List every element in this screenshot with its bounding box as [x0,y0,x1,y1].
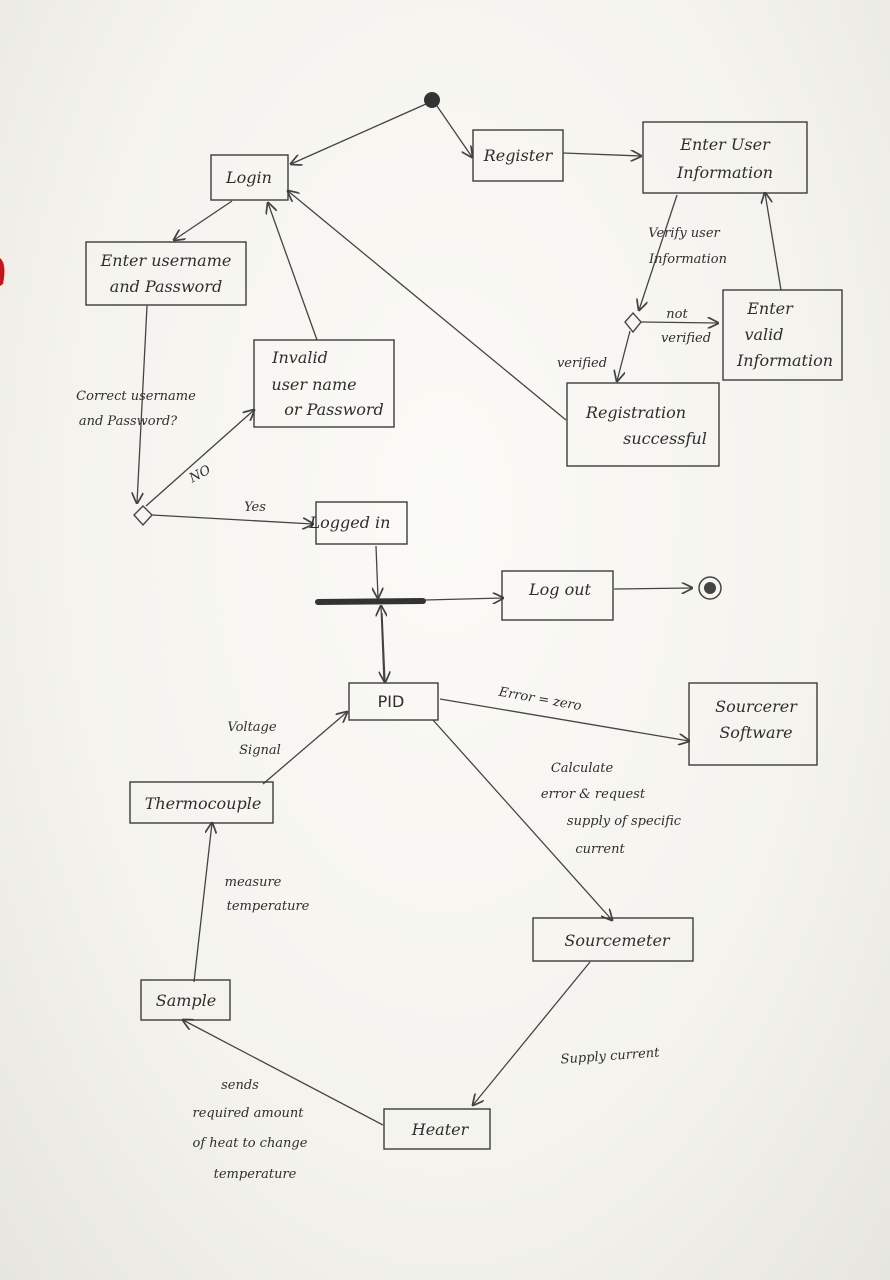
node-invalid-credentials-line-3: or Password [284,400,384,419]
node-sourcemeter: Sourcemeter [532,917,694,962]
edge-invalid-to-login [268,203,318,341]
label-sends-heat-line-4: temperature [214,1167,297,1182]
node-logged-in-label: Logged in [309,513,391,532]
edge-start-to-login [291,103,427,164]
edge-logout-to-end [613,588,692,589]
edge-register-to-enter-info [562,153,641,156]
edge-decision-verified [617,330,631,381]
edge-heater-to-sample [183,1020,384,1126]
node-sourcerer-software-line-2: Software [719,723,792,742]
edge-sample-to-thermocouple [193,823,212,983]
node-login: Login [210,154,289,201]
node-enter-user-information: Enter User Information [642,121,808,194]
node-enter-username-password: Enter username and Password [85,241,247,306]
node-enter-valid-information: Enter valid Information [722,289,843,381]
node-sourcemeter-label: Sourcemeter [564,931,671,950]
edge-valid-info-to-enter-info [765,193,782,291]
node-invalid-credentials-line-1: Invalid [271,348,328,367]
edge-enter-info-to-decision [639,194,678,310]
node-registration-successful-line-1: Registration [585,403,686,422]
label-measure-temperature-line-1: measure [225,875,282,890]
edge-registration-to-login [288,191,567,421]
label-measure-temperature-line-2: temperature [227,899,310,914]
node-enter-valid-information-line-2: valid [744,325,783,344]
label-calculate-error-line-3: supply of specific [567,814,682,829]
credentials-decision [133,505,153,527]
label-not-verified: not verified [661,307,711,346]
fork-bar [315,598,426,605]
node-enter-username-password-line-2: and Password [110,277,222,296]
edge-logged-in-to-fork [376,545,378,598]
label-supply-current: Supply current [560,1046,661,1068]
node-sample-label: Sample [156,991,217,1010]
node-thermocouple-label: Thermocouple [145,794,262,813]
edge-start-to-register [436,105,472,157]
node-log-out: Log out [501,570,614,621]
label-calculate-error: Calculate error & request supply of spec… [541,761,682,857]
edge-decision-not-verified [640,322,718,323]
label-verify-user-information-line-1: Verify user [648,226,720,241]
label-sends-heat-line-2: required amount [193,1106,305,1121]
node-register: Register [472,129,564,182]
node-invalid-credentials: Invalid user name or Password [253,339,395,428]
node-sourcerer-software: Sourcerer Software [688,682,818,766]
edge-decision-no-to-invalid [145,410,254,507]
edge-pid-to-sourcemeter [432,719,612,920]
label-sends-heat-line-3: of heat to change [193,1136,308,1151]
label-voltage-signal-line-1: Voltage [227,720,276,735]
node-pid-label: PID [378,692,405,711]
label-correct-credentials-line-2: and Password? [79,414,178,429]
edge-credentials-to-decision [137,305,148,503]
start-node [424,92,440,108]
label-calculate-error-line-1: Calculate [551,761,614,776]
label-sends-heat-line-1: sends [221,1078,259,1093]
label-voltage-signal: Voltage Signal [227,720,280,758]
label-voltage-signal-line-2: Signal [239,743,281,758]
label-calculate-error-line-4: current [575,842,625,857]
label-correct-credentials-question: Correct username and Password? [76,389,196,429]
edge-login-to-credentials [174,200,233,240]
node-enter-user-information-line-1: Enter User [679,135,771,154]
node-thermocouple: Thermocouple [129,781,274,824]
label-calculate-error-line-2: error & request [541,787,646,802]
edge-thermocouple-to-pid [262,712,347,785]
label-not-verified-line-2: verified [661,331,711,346]
node-log-out-label: Log out [528,580,592,599]
node-enter-user-information-line-2: Information [676,163,773,182]
label-verify-user-information-line-2: Information [648,252,727,267]
label-sends-heat: sends required amount of heat to change … [193,1078,308,1182]
edge-decision-yes-to-logged-in [151,514,313,524]
edge-sourcemeter-to-heater [473,961,591,1105]
node-heater: Heater [383,1108,491,1150]
node-logged-in: Logged in [309,501,408,545]
node-registration-successful: Registration successful [566,382,720,467]
edge-pid-to-sourcerer [439,698,689,741]
label-measure-temperature: measure temperature [225,875,310,914]
edge-fork-pid-bidirectional [381,606,385,682]
node-pid: PID [348,682,439,721]
red-mark [0,258,5,286]
node-login-label: Login [225,168,272,187]
label-error-zero: Error = zero [497,685,583,715]
label-not-verified-line-1: not [666,307,688,322]
node-sourcerer-software-line-1: Sourcerer [715,697,798,716]
node-register-label: Register [483,146,554,165]
label-verified: verified [557,356,607,371]
label-verify-user-information: Verify user Information [648,226,727,267]
label-yes: Yes [244,500,266,515]
node-heater-label: Heater [411,1120,470,1139]
node-sample: Sample [140,979,231,1021]
verification-decision [624,311,642,334]
node-enter-username-password-line-1: Enter username [100,251,232,270]
end-node [698,576,722,600]
node-enter-valid-information-line-3: Information [736,351,833,370]
node-registration-successful-line-2: successful [623,429,707,448]
label-correct-credentials-line-1: Correct username [76,389,196,404]
edge-fork-to-logout [424,598,503,600]
node-invalid-credentials-line-2: user name [271,375,356,394]
node-enter-valid-information-line-1: Enter [746,299,794,318]
